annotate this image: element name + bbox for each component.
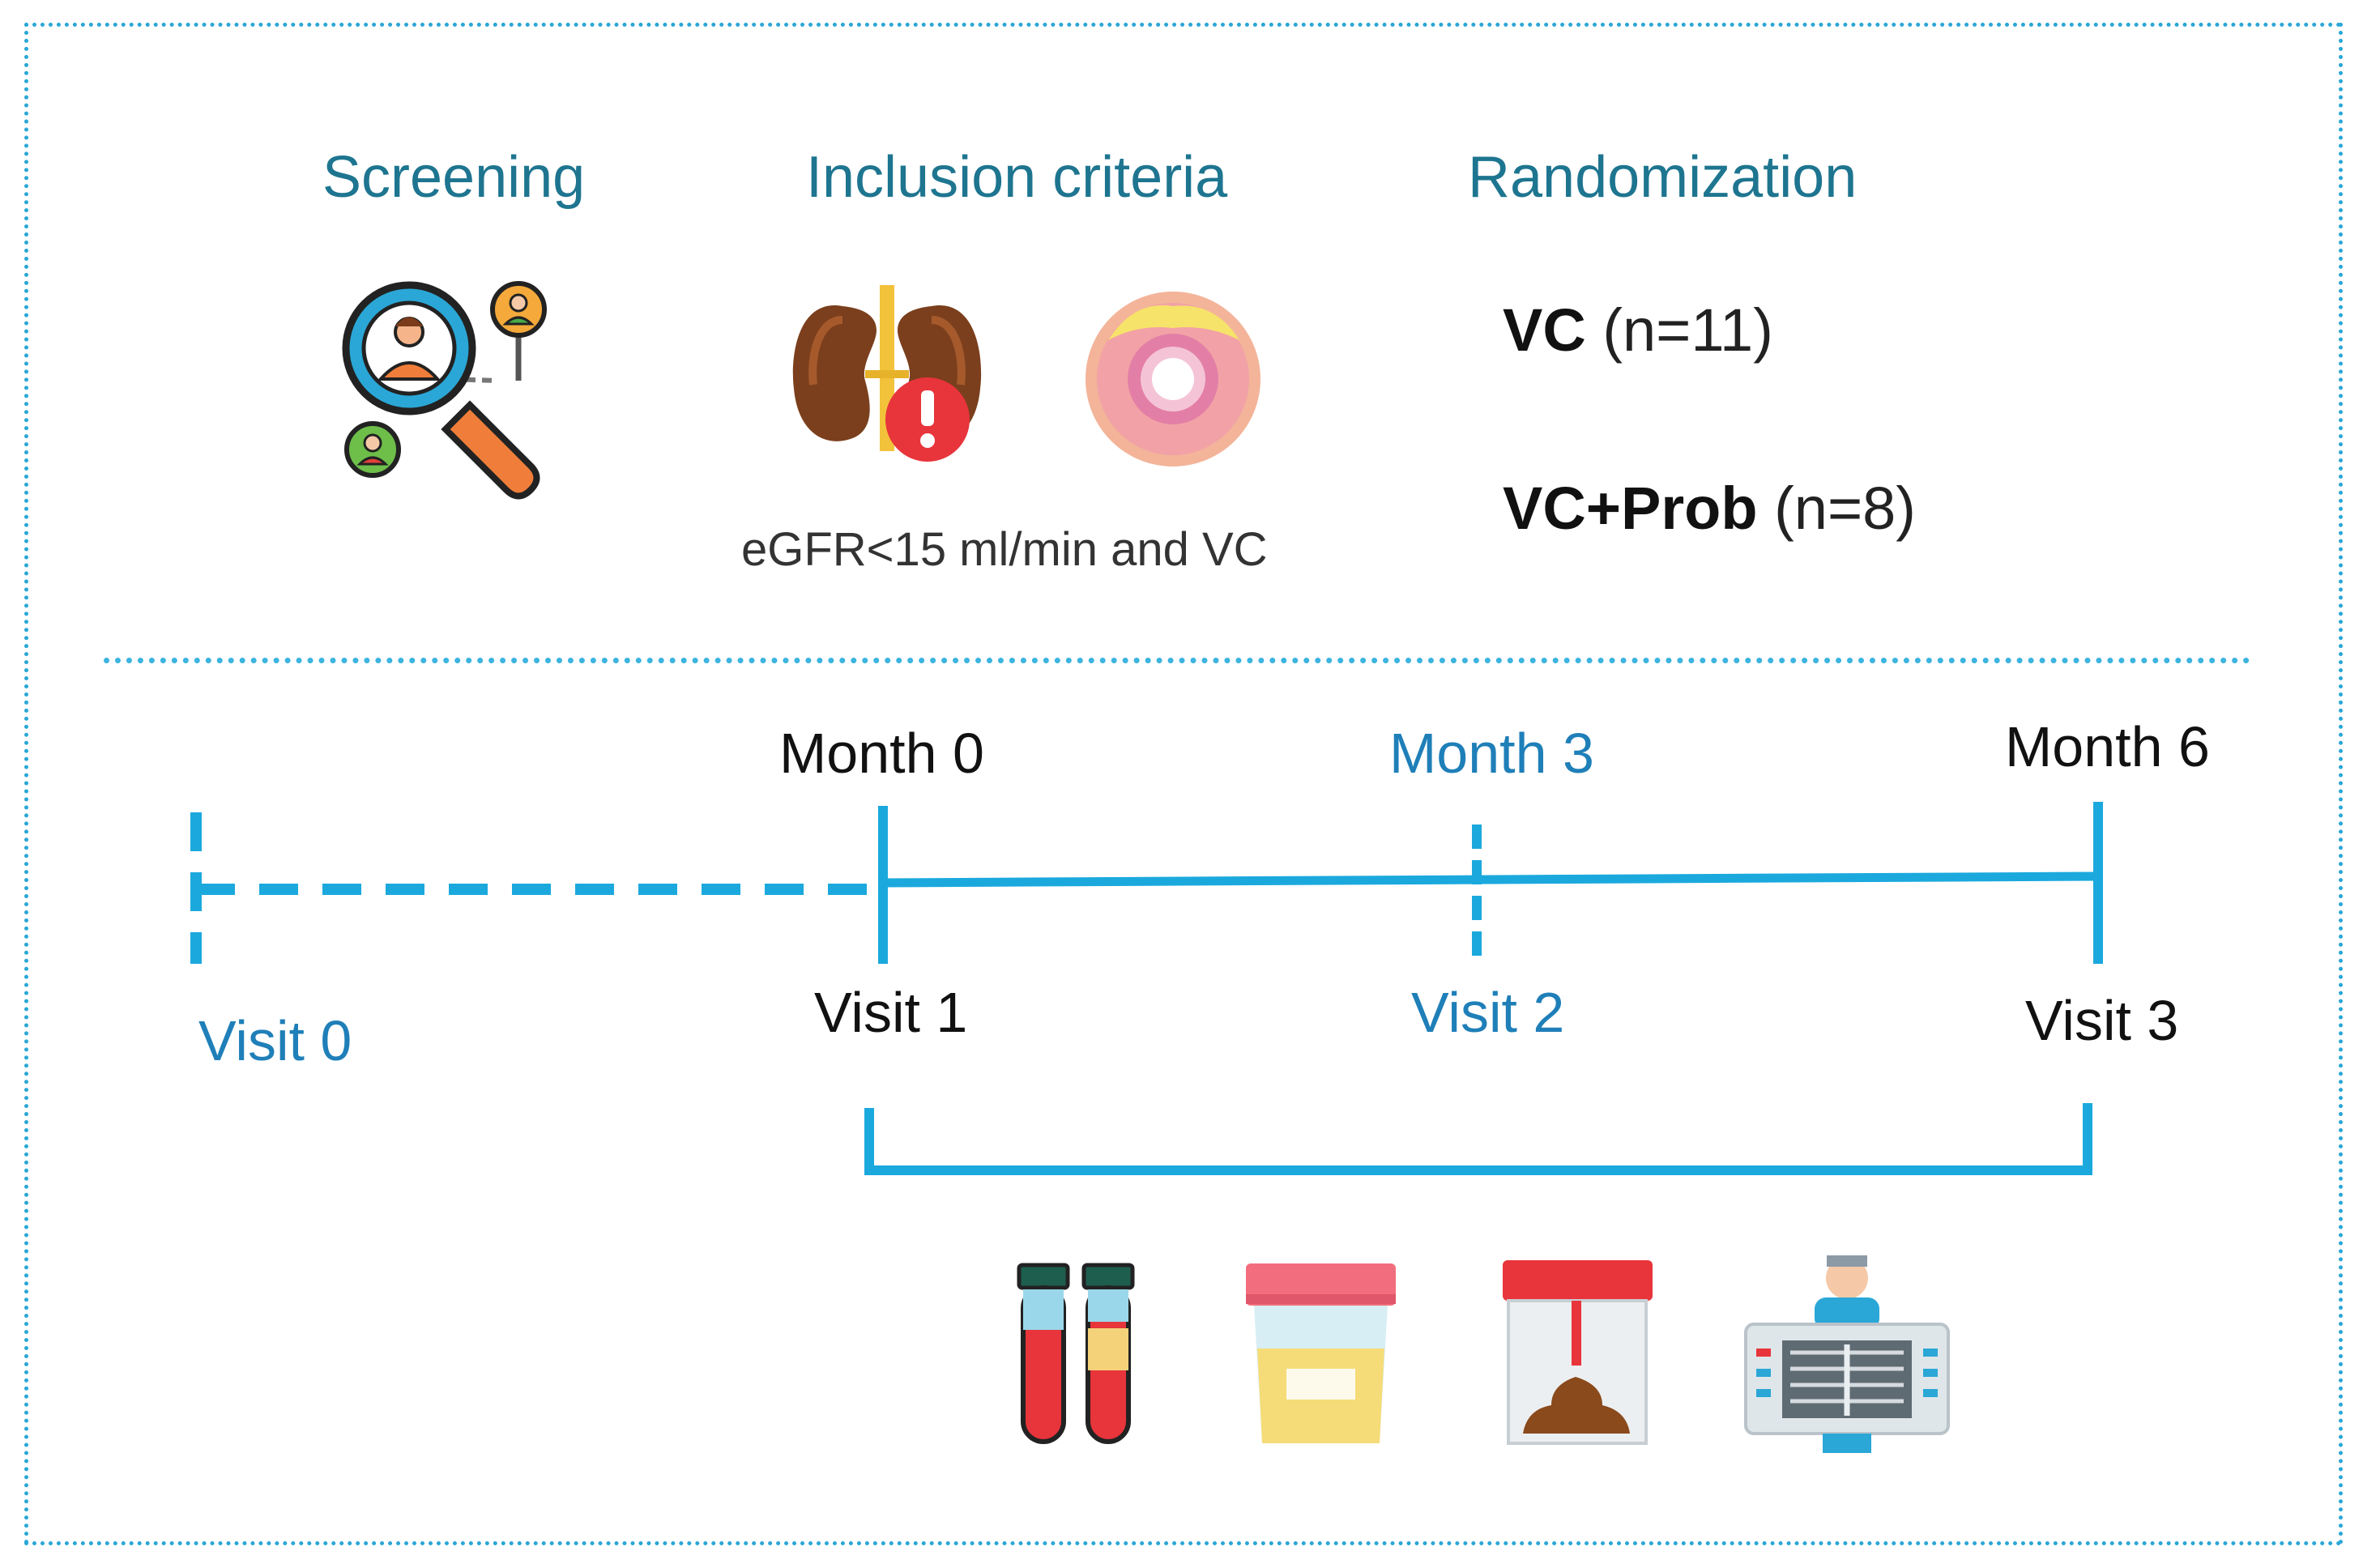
sampling-bracket: [864, 1103, 2092, 1175]
arm-vc-count: (n=11): [1602, 296, 1773, 364]
month-6-label: Month 6: [2005, 715, 2210, 778]
arm-vc-prob-count: (n=8): [1774, 475, 1916, 542]
visit-3-label: Visit 3: [2025, 989, 2179, 1052]
arm-vc: VC (n=11): [1503, 296, 1773, 364]
timeline: [190, 802, 2103, 1175]
calcified-vessel-icon: [1086, 292, 1260, 467]
xray-doctor-icon: [1744, 1255, 1950, 1453]
urine-container-icon: [1246, 1263, 1396, 1443]
arm-vc-prob-label: VC+Prob: [1503, 475, 1758, 542]
kidney-alert-icon: [792, 285, 982, 462]
arm-vc-prob: VC+Prob (n=8): [1503, 474, 1916, 543]
section-divider: [104, 658, 2250, 663]
magnifier-people-icon: [342, 281, 547, 500]
visit-0-label: Visit 0: [198, 1009, 352, 1072]
heading-screening: Screening: [322, 145, 586, 210]
blood-tubes-icon: [1017, 1263, 1135, 1444]
heading-inclusion-criteria: Inclusion criteria: [806, 145, 1228, 210]
inclusion-caption: eGFR<15 ml/min and VC: [741, 523, 1268, 576]
diagram-frame: [24, 23, 2343, 1545]
heading-randomization: Randomization: [1468, 145, 1858, 210]
month-0-label: Month 0: [779, 722, 984, 785]
visit-2-label: Visit 2: [1411, 981, 1565, 1044]
stool-container-icon: [1503, 1260, 1653, 1445]
visit-1-label: Visit 1: [814, 981, 968, 1044]
study-period-line: [882, 871, 2099, 888]
arm-vc-label: VC: [1503, 296, 1586, 364]
month-3-label: Month 3: [1389, 722, 1594, 785]
